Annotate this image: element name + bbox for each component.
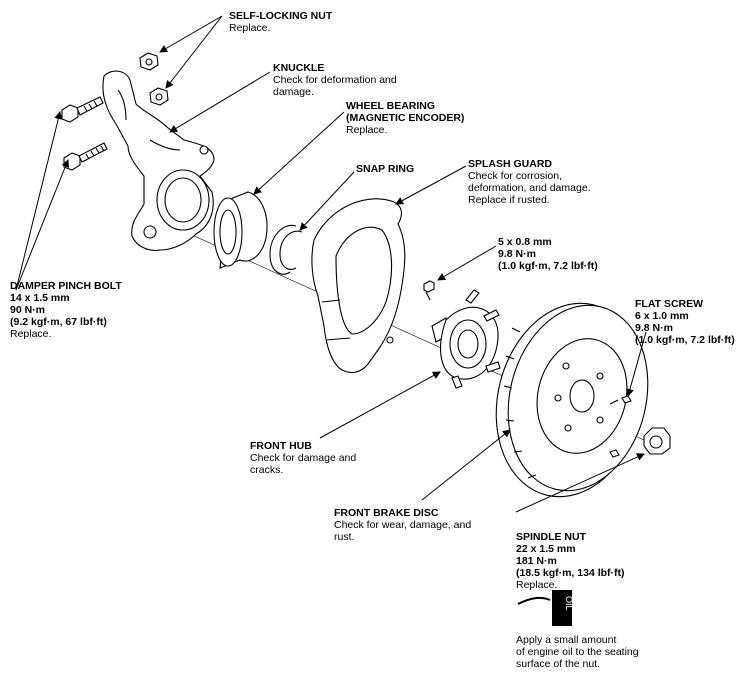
splash-guard-desc-1: deformation, and damage. (468, 182, 591, 194)
oil-note-desc-0: Apply a small amount (516, 634, 617, 646)
splash-guard-desc-0: Check for corrosion, (468, 170, 562, 182)
self-locking-nut-title: SELF-LOCKING NUT (229, 10, 333, 22)
spindle-nut-spec-0: 22 x 1.5 mm (516, 543, 576, 555)
label-screw-5: 5 x 0.8 mm 9.8 N·m (1.0 kgf·m, 7.2 lbf·f… (498, 236, 598, 272)
wheel-bearing-desc-0: Replace. (346, 124, 388, 136)
snap-ring-title: SNAP RING (356, 163, 415, 175)
knuckle-desc-0: Check for deformation and (273, 74, 397, 86)
spindle-nut-title: SPINDLE NUT (516, 531, 587, 543)
spindle-nut-desc-0: Replace. (516, 579, 558, 591)
oil-can-icon: OIL (517, 590, 574, 626)
label-front-brake-disc: FRONT BRAKE DISC Check for wear, damage,… (334, 507, 471, 543)
flat-screw (609, 395, 632, 405)
damper-pinch-bolt-title: DAMPER PINCH BOLT (10, 280, 122, 292)
front-brake-disc-desc-1: rust. (334, 531, 355, 543)
label-knuckle: KNUCKLE Check for deformation and damage… (273, 62, 397, 98)
label-damper-pinch-bolt: DAMPER PINCH BOLT 14 x 1.5 mm 90 N·m (9.… (10, 280, 122, 340)
front-hub (431, 289, 501, 389)
label-spindle-nut: SPINDLE NUT 22 x 1.5 mm 181 N·m (18.5 kg… (516, 531, 625, 591)
screw-5-spec-1: 9.8 N·m (498, 248, 536, 260)
lug-screw (609, 449, 620, 458)
flat-screw-spec-2: (1.0 kgf·m, 7.2 lbf·ft) (635, 334, 735, 346)
spindle-nut-spec-1: 181 N·m (516, 555, 557, 567)
splash-guard-title: SPLASH GUARD (468, 158, 553, 170)
damper-pinch-bolt-lower (63, 142, 108, 171)
wheel-bearing-title2: (MAGNETIC ENCODER) (346, 112, 465, 124)
splash-guard-desc-2: Replace if rusted. (468, 194, 550, 206)
front-hub-title: FRONT HUB (250, 440, 312, 452)
snap-ring (269, 224, 303, 275)
self-locking-nut-lower (149, 87, 169, 106)
wheel-bearing (213, 191, 268, 269)
front-hub-desc-1: cracks. (250, 464, 284, 476)
damper-pinch-bolt-spec-1: 90 N·m (10, 304, 46, 316)
flat-screw-title: FLAT SCREW (635, 298, 704, 310)
damper-pinch-bolt-spec-2: (9.2 kgf·m, 67 lbf·ft) (10, 316, 107, 328)
self-locking-nut-desc-0: Replace. (229, 22, 271, 34)
flat-screw-spec-1: 9.8 N·m (635, 322, 673, 334)
front-brake-disc-desc-0: Check for wear, damage, and (334, 519, 472, 531)
damper-pinch-bolt-desc-0: Replace. (10, 328, 52, 340)
knuckle-title: KNUCKLE (273, 62, 325, 74)
flat-screw-spec-0: 6 x 1.0 mm (635, 310, 689, 322)
front-hub-desc-0: Check for damage and (250, 452, 357, 464)
oil-can-label: OIL (564, 596, 574, 611)
knuckle (102, 70, 215, 251)
label-oil-note: Apply a small amount of engine oil to th… (516, 634, 639, 670)
self-locking-nut-upper (139, 52, 159, 71)
damper-pinch-bolt-upper (61, 96, 104, 123)
leader-lines (15, 15, 647, 513)
spindle-nut (643, 427, 671, 455)
label-wheel-bearing: WHEEL BEARING (MAGNETIC ENCODER) Replace… (346, 100, 464, 136)
front-brake-disc-title: FRONT BRAKE DISC (334, 507, 439, 519)
screw-5-spec-2: (1.0 kgf·m, 7.2 lbf·ft) (498, 260, 598, 272)
splash-guard-screw (423, 280, 435, 301)
oil-note-desc-2: surface of the nut. (516, 658, 601, 670)
screw-5-spec-0: 5 x 0.8 mm (498, 236, 552, 248)
label-front-hub: FRONT HUB Check for damage and cracks. (250, 440, 356, 476)
wheel-bearing-title: WHEEL BEARING (346, 100, 436, 112)
label-snap-ring: SNAP RING (356, 163, 414, 175)
front-brake-disc (495, 302, 649, 498)
splash-guard (311, 198, 406, 374)
oil-note-desc-1: of engine oil to the seating (516, 646, 639, 658)
label-flat-screw: FLAT SCREW 6 x 1.0 mm 9.8 N·m (1.0 kgf·m… (635, 298, 735, 346)
label-self-locking-nut: SELF-LOCKING NUT Replace. (229, 10, 332, 34)
spindle-nut-spec-2: (18.5 kgf·m, 134 lbf·ft) (516, 567, 625, 579)
knuckle-desc-1: damage. (273, 86, 314, 98)
damper-pinch-bolt-spec-0: 14 x 1.5 mm (10, 292, 70, 304)
label-splash-guard: SPLASH GUARD Check for corrosion, deform… (468, 158, 591, 206)
